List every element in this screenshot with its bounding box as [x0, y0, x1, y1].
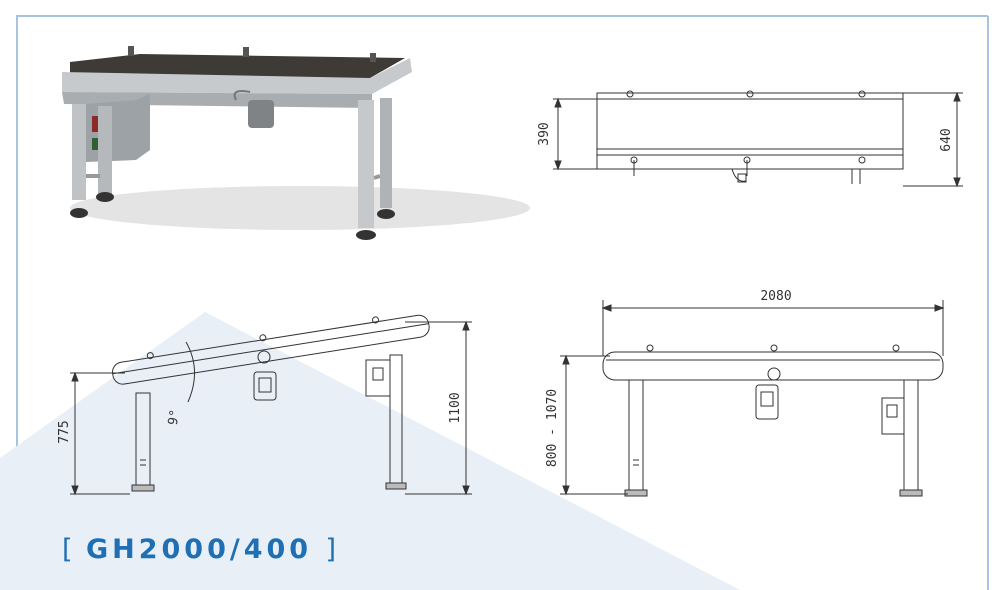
- bracket-close: ]: [325, 534, 337, 565]
- dim-height-range: 800 - 1070: [545, 389, 560, 467]
- horizontal-side-view-drawing: [560, 300, 945, 497]
- inclined-side-view-drawing: [70, 314, 472, 496]
- dim-length: 2080: [760, 289, 791, 304]
- dim-incline-high: 1100: [448, 392, 463, 423]
- bracket-open: [: [62, 534, 73, 565]
- top-view-drawing: [553, 90, 963, 188]
- model-name: GH2000/400: [85, 534, 313, 565]
- dim-incline-angle: 9°: [166, 408, 183, 426]
- background-triangle: [0, 312, 740, 590]
- product-model-title: [ GH2000/400 ]: [62, 534, 336, 565]
- dim-width-top: 640: [939, 128, 954, 151]
- dim-incline-low: 775: [57, 420, 72, 443]
- dim-belt-top: 390: [537, 122, 552, 145]
- conveyor-photo: [62, 46, 530, 240]
